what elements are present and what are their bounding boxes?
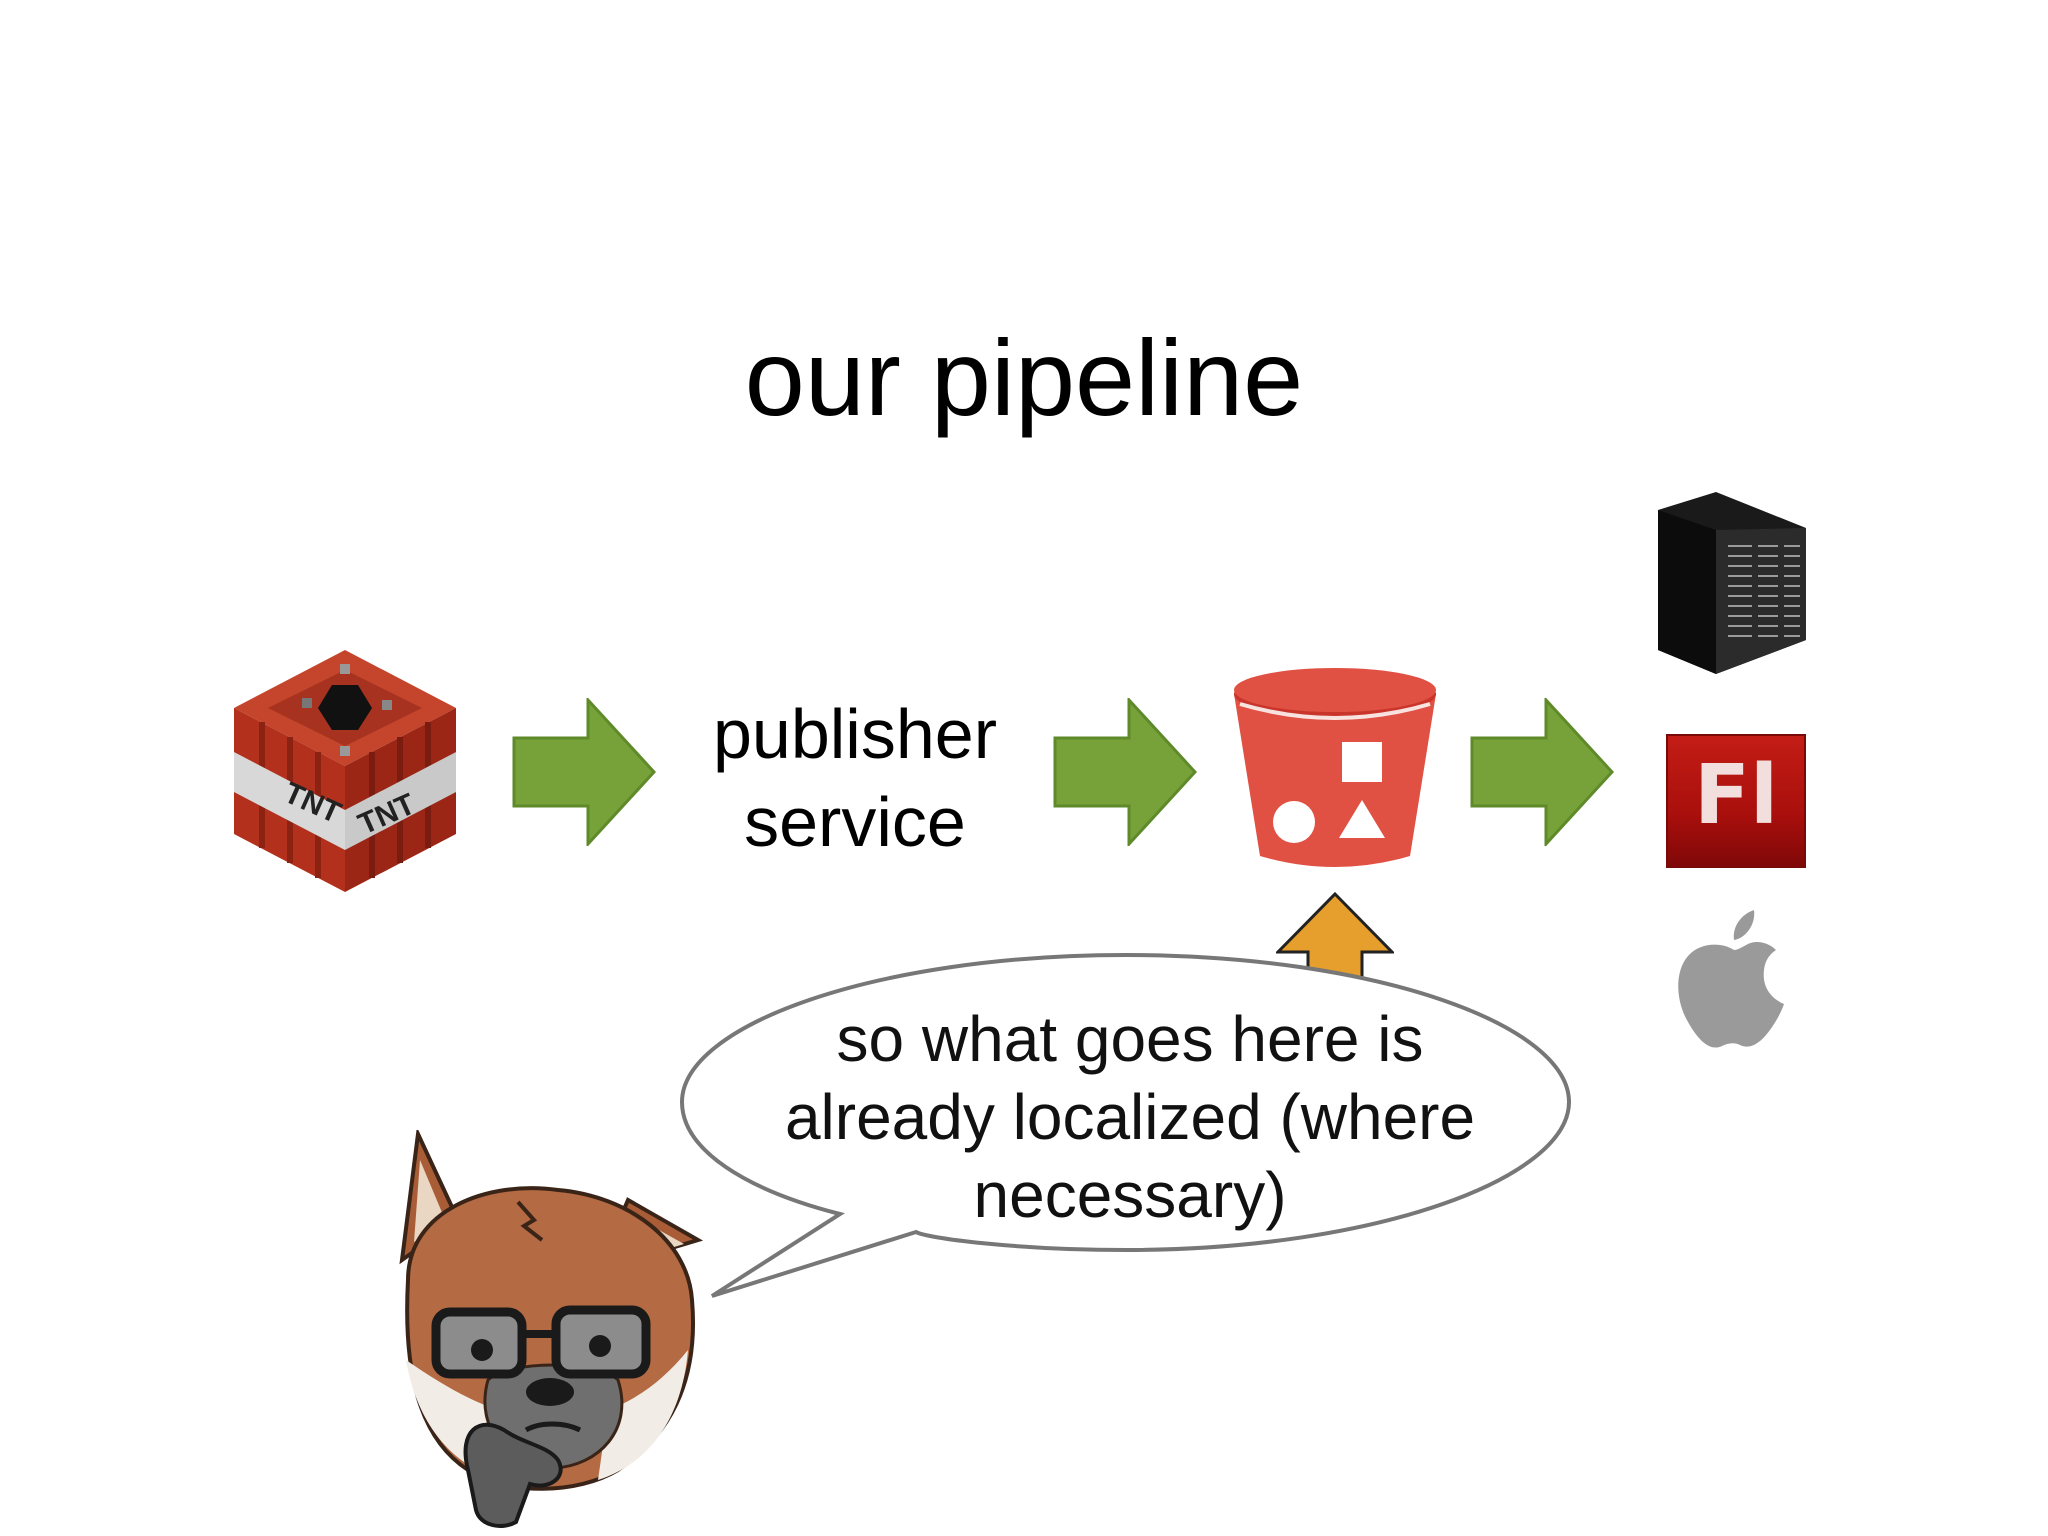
flow-arrow-3 xyxy=(1470,698,1614,846)
flow-arrow-2 xyxy=(1053,698,1197,846)
apple-icon xyxy=(1674,906,1794,1052)
bubble-line-1: so what goes here is xyxy=(836,1003,1424,1075)
speech-bubble-text: so what goes here is already localized (… xyxy=(740,1000,1520,1234)
speech-bubble xyxy=(676,950,1576,1310)
publisher-line-2: service xyxy=(744,783,966,861)
publisher-line-1: publisher xyxy=(712,695,998,773)
publisher-service-label: publisher service xyxy=(690,690,1020,866)
s3-bucket-icon xyxy=(1230,664,1440,874)
tnt-block-icon: TNT TNT xyxy=(232,650,458,892)
bubble-line-3: necessary) xyxy=(973,1159,1287,1231)
slide-title: our pipeline xyxy=(744,317,1304,438)
fox-mascot xyxy=(398,1130,718,1530)
server-rack-icon xyxy=(1656,490,1808,676)
bubble-line-2: already localized (where xyxy=(784,1081,1476,1153)
flash-icon: Fl xyxy=(1666,734,1806,868)
flow-arrow-1 xyxy=(512,698,656,846)
flash-icon-label: Fl xyxy=(1693,748,1779,843)
